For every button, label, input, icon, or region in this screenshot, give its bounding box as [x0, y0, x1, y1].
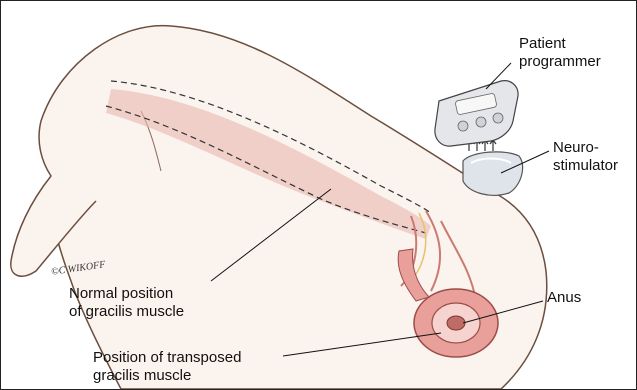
neurostimulator-label: Neuro- stimulator: [553, 139, 618, 175]
transposed-position-label: Position of transposed gracilis muscle: [93, 349, 241, 385]
remote-control-device-icon: [435, 81, 518, 146]
implant-device-icon: [463, 152, 523, 195]
normal-position-label: Normal position of gracilis muscle: [69, 285, 184, 321]
anus-opening: [447, 316, 465, 330]
patient-programmer-label: Patient programmer: [519, 35, 601, 71]
anus-label: Anus: [547, 289, 581, 307]
